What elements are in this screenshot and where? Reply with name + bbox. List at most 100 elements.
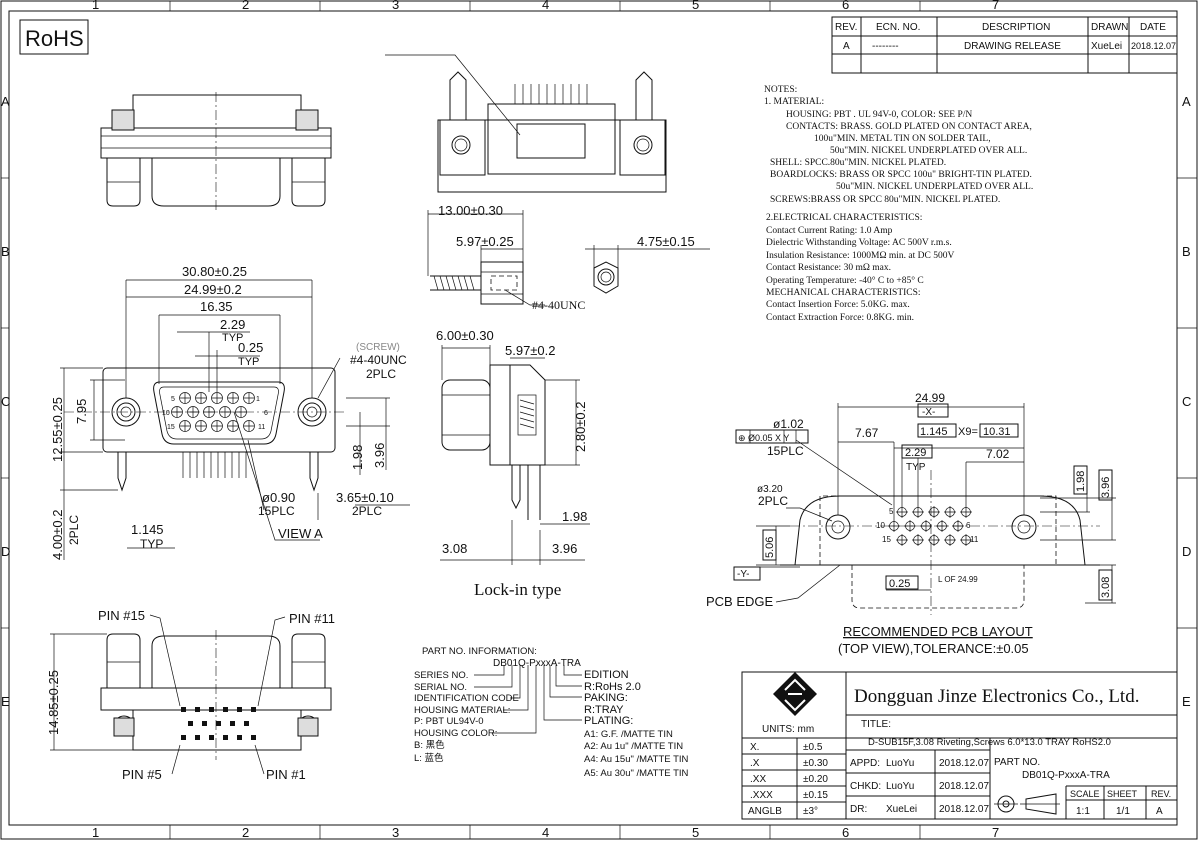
dim-30-80: 30.80±0.25: [182, 264, 247, 279]
dim-2-29: 2.29: [220, 317, 245, 332]
pin-label-pcb-11: 11: [970, 535, 979, 544]
screw-note: (SCREW): [356, 342, 400, 353]
part-info-pbt: P: PBT UL94V-0: [414, 716, 484, 727]
pcb-edge-label: PCB EDGE: [706, 594, 774, 609]
pin-label-5: 5: [171, 396, 175, 403]
pin-label-pcb-15: 15: [882, 535, 891, 544]
notes-line: BOARDLOCKS: BRASS OR SPCC 100u" BRIGHT-T…: [770, 170, 1032, 180]
pin-11-label: PIN #11: [289, 611, 335, 626]
projection-symbol-icon: [994, 793, 1060, 815]
part-info-housing: HOUSING MATERIAL:: [414, 705, 510, 716]
tol-dxx-value: ±0.20: [803, 774, 828, 785]
pcb-tol-frame: ⊕ Ø0.05 X Y: [738, 433, 789, 443]
pin-label-11: 11: [258, 424, 265, 431]
notes-line: 1. MATERIAL:: [764, 97, 824, 107]
dim-2-29-typ: TYP: [222, 332, 243, 344]
zone-col-3-top: 3: [392, 0, 399, 12]
rev-value: A: [1156, 806, 1163, 817]
pin-label-pcb-5: 5: [889, 507, 894, 516]
pin-label-pcb-10: 10: [876, 521, 885, 530]
dim-3-96: 3.96: [372, 443, 387, 468]
dim-2-80: 2.80±0.2: [573, 401, 588, 452]
units-label: UNITS: mm: [762, 724, 814, 735]
zone-col-7-bottom: 7: [992, 825, 999, 840]
dim-16-35: 16.35: [200, 299, 233, 314]
rev-row-rev: A: [843, 41, 850, 52]
zone-row-e-right: E: [1182, 694, 1191, 709]
dim-13-00: 13.00±0.30: [438, 203, 503, 218]
pcb-y-datum: -Y-: [737, 569, 749, 580]
pin-label-10: 10: [162, 410, 170, 417]
rev-header-drawn: DRAWN: [1091, 22, 1128, 33]
zone-col-5-top: 5: [692, 0, 699, 12]
zone-row-d-left: D: [1, 544, 10, 559]
part-info-series: SERIES NO.: [414, 670, 468, 681]
dr-date: 2018.12.07: [939, 804, 989, 815]
pcb-dim-x9: X9=: [958, 426, 978, 438]
notes-line: SCREWS:BRASS OR SPCC 80u"MIN. NICKEL PLA…: [770, 195, 1000, 205]
scale-label: SCALE: [1070, 789, 1100, 799]
tol-dx-value: ±0.30: [803, 758, 828, 769]
tol-dx-label: .X: [750, 758, 760, 769]
part-info-lines: [474, 665, 582, 734]
tol-dxxx-label: .XXX: [750, 790, 773, 801]
thread-label-front: #4-40UNC: [350, 353, 407, 367]
dim-6-00: 6.00±0.30: [436, 328, 494, 343]
pcb-dim-7-02: 7.02: [986, 447, 1010, 461]
sheet-value: 1/1: [1116, 806, 1130, 817]
part-info-paking: PAKING:: [584, 692, 628, 704]
chkd-name: LuoYu: [886, 781, 914, 792]
pcb-layout-drawing: [733, 403, 1116, 615]
zone-col-7-top: 7: [992, 0, 999, 12]
pin-label-pcb-6: 6: [966, 521, 971, 530]
title-label: TITLE:: [861, 719, 891, 730]
pcb-dim-10-31: 10.31: [983, 426, 1011, 438]
zone-col-6-top: 6: [842, 0, 849, 12]
notes-line: 50u"MIN. NICKEL UNDERPLATED OVER ALL.: [836, 182, 1033, 192]
pcb-dim-1-98: 1.98: [1075, 471, 1087, 492]
part-info-a1: A1: G.F. /MATTE TIN: [584, 729, 673, 740]
part-info-plating: PLATING:: [584, 715, 633, 727]
part-info-title: PART NO. INFORMATION:: [422, 646, 537, 657]
tol-x-value: ±0.5: [803, 742, 823, 753]
zone-row-d-right: D: [1182, 544, 1191, 559]
notes-line: Contact Extraction Force: 0.8KG. min.: [766, 313, 914, 323]
zone-col-2-bottom: 2: [242, 825, 249, 840]
front-view-drawing: [60, 279, 410, 560]
pin-5-label: PIN #5: [122, 767, 162, 782]
part-no-label: PART NO.: [994, 757, 1040, 768]
top-view-drawing: [100, 92, 332, 210]
bottom-view-drawing: [50, 614, 332, 775]
zone-col-3-bottom: 3: [392, 825, 399, 840]
dim-4-75: 4.75±0.15: [637, 234, 695, 249]
thread-2plc: 2PLC: [366, 367, 396, 381]
rohs-label: RoHS: [25, 26, 84, 51]
pcb-dim-7-67: 7.67: [855, 426, 879, 440]
pcb-x-datum: -X-: [922, 407, 935, 418]
dim-1-145-typ: TYP: [140, 537, 163, 551]
rev-header-ecn: ECN. NO.: [876, 22, 920, 33]
zone-col-1-top: 1: [92, 0, 99, 12]
revision-table: REV. ECN. NO. DESCRIPTION DRAWN DATE A -…: [831, 16, 1178, 74]
pcb-dim-1-02: ø1.02: [773, 417, 804, 431]
lock-in-caption: Lock-in type: [474, 580, 561, 599]
zone-row-c-right: C: [1182, 394, 1191, 409]
notes-line: SHELL: SPCC.80u"MIN. NICKEL PLATED.: [770, 158, 946, 168]
zone-col-5-bottom: 5: [692, 825, 699, 840]
dim-0-90-15plc: 15PLC: [258, 504, 295, 518]
pcb-dim-24-99: 24.99: [915, 391, 945, 405]
tol-angle-value: ±3°: [803, 806, 818, 817]
tol-angle-label: ANGLB: [748, 806, 782, 817]
dim-1-98: 1.98: [350, 445, 365, 470]
rev-row-ecn: --------: [872, 41, 899, 52]
zone-col-1-bottom: 1: [92, 825, 99, 840]
notes-line: 50u"MIN. NICKEL UNDERPLATED OVER ALL.: [830, 146, 1027, 156]
notes-line: Contact Insertion Force: 5.0KG. max.: [766, 300, 910, 310]
dim-3-65: 3.65±0.10: [336, 490, 394, 505]
tol-x-label: X.: [750, 742, 759, 753]
dim-14-85: 14.85±0.25: [46, 670, 61, 735]
pcb-dim-15plc: 15PLC: [767, 444, 804, 458]
